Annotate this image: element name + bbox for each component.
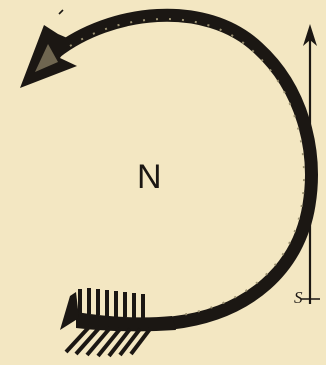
north-pole-label: N — [137, 160, 162, 194]
tail-feathers-upper — [80, 288, 143, 318]
curved-arrow-band — [56, 15, 311, 323]
small-mark — [59, 10, 63, 14]
tail-feathers-lower — [66, 326, 150, 356]
south-pole-label: S — [294, 289, 303, 306]
